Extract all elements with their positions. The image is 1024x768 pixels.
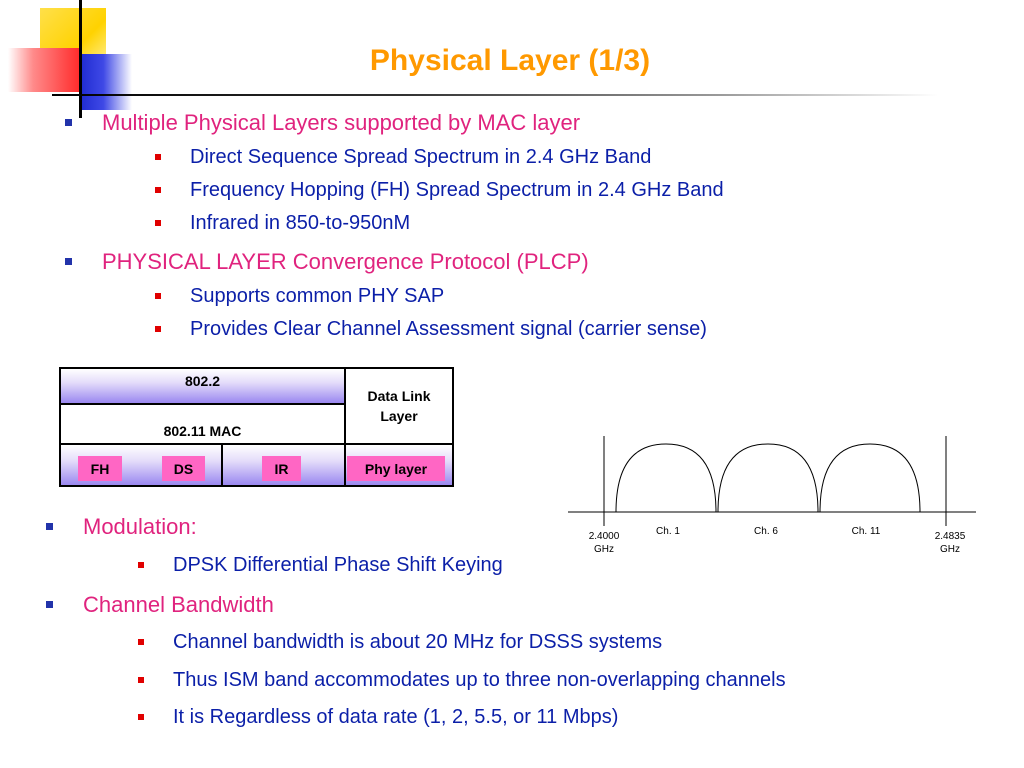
llc-label: 802.2	[184, 373, 221, 389]
logo-vertical-line	[79, 0, 82, 118]
channel-spectrum-plot: 2.4000 GHz 2.4835 GHz Ch. 1 Ch. 6 Ch. 11	[568, 436, 976, 555]
left-unit-label: GHz	[594, 544, 614, 555]
sub-bullet-data-rate: It is Regardless of data rate (1, 2, 5.5…	[137, 706, 619, 728]
channel-1-curve	[615, 443, 717, 513]
channel-11-label: Ch. 11	[852, 526, 881, 537]
sub-bullet-cca: Provides Clear Channel Assessment signal…	[155, 318, 707, 340]
channel-6-curve	[717, 443, 819, 513]
phy-fh-chip: FH	[78, 456, 122, 481]
mac-label: 802.11 MAC	[163, 423, 242, 439]
phy-divider	[344, 445, 346, 485]
right-freq-label: 2.4835	[935, 531, 966, 542]
sub-bullet-three-channels: Thus ISM band accommodates up to three n…	[138, 669, 786, 691]
bullet-plcp: PHYSICAL LAYER Convergence Protocol (PLC…	[65, 249, 589, 274]
left-freq-label: 2.4000	[589, 531, 620, 542]
sub-bullet-dsss: Direct Sequence Spread Spectrum in 2.4 G…	[154, 146, 652, 168]
bullet-modulation: Modulation:	[46, 514, 197, 539]
llc-802-2-cell: 802.2	[61, 369, 346, 405]
sub-bullet-dpsk: DPSK Differential Phase Shift Keying	[138, 554, 503, 576]
logo-red-square	[8, 48, 80, 92]
channel-1-label: Ch. 1	[656, 526, 680, 537]
title-underline	[52, 94, 938, 96]
data-link-layer-cell: Data Link Layer	[346, 369, 452, 445]
data-link-label: Data Link Layer	[367, 388, 431, 424]
sub-bullet-20mhz: Channel bandwidth is about 20 MHz for DS…	[137, 631, 663, 653]
phy-ds-chip: DS	[162, 456, 205, 481]
bullet-multiple-physical-layers: Multiple Physical Layers supported by MA…	[64, 110, 581, 135]
phy-ir-chip: IR	[262, 456, 301, 481]
bullet-channel-bandwidth: Channel Bandwidth	[46, 592, 274, 617]
channel-11-curve	[819, 443, 921, 513]
sub-bullet-phy-sap: Supports common PHY SAP	[154, 285, 445, 307]
channel-6-label: Ch. 6	[754, 526, 778, 537]
phy-divider	[221, 445, 223, 485]
logo-blue-square	[80, 54, 132, 110]
slide-title: Physical Layer (1/3)	[369, 44, 651, 77]
sub-bullet-infrared: Infrared in 850-to-950nM	[154, 212, 411, 234]
right-unit-label: GHz	[940, 544, 960, 555]
sub-bullet-fhss: Frequency Hopping (FH) Spread Spectrum i…	[155, 179, 724, 201]
layer-diagram: 802.2 802.11 MAC Data Link Layer FH DS I…	[59, 367, 454, 487]
mac-802-11-cell: 802.11 MAC	[61, 405, 346, 445]
phy-layer-chip: Phy layer	[347, 456, 445, 481]
